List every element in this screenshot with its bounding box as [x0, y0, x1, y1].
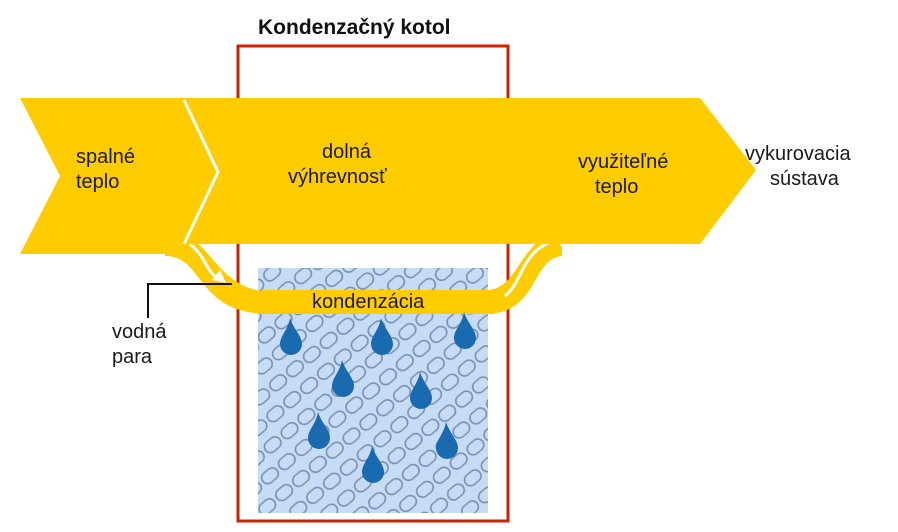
gross-heat-arrow: [20, 98, 220, 254]
water-droplet-icon: [454, 312, 476, 349]
condensation-flow-left: [165, 232, 270, 314]
usable-heat-label-line2: teplo: [595, 176, 639, 198]
usable-heat-label-line1: využiteľné: [578, 151, 669, 173]
heating-system-label-line2: sústava: [770, 168, 839, 190]
water-droplet-icon: [332, 360, 354, 397]
condensation-band: [262, 290, 494, 314]
water-droplet-icon: [410, 372, 432, 409]
net-calorific-label-line1: dolná: [322, 141, 371, 163]
chevron-separator: [182, 99, 220, 245]
flow-highlight-left-head: [212, 270, 226, 283]
water-vapor-label-line1: vodná: [112, 321, 167, 343]
water-droplet-icon: [371, 318, 393, 355]
water-droplet-icon: [362, 446, 384, 483]
vapor-pointer-line: [147, 283, 232, 318]
water-vapor-label-line2: para: [112, 346, 153, 368]
gross-heat-label-line1: spalné: [76, 146, 135, 168]
net-calorific-label-line2: výhrevnosť: [288, 166, 387, 188]
heating-system-label-line1: vykurovacia: [745, 143, 851, 165]
net-heat-arrow: [180, 98, 756, 244]
diagram-title: Kondenzačný kotol: [258, 16, 451, 39]
condensation-label: kondenzácia: [312, 291, 425, 313]
water-droplet-icon: [280, 318, 302, 355]
water-droplet-icon: [308, 412, 330, 449]
water-droplet-icon: [436, 422, 458, 459]
gross-heat-label-line2: teplo: [76, 171, 120, 193]
water-droplets: [280, 312, 476, 483]
